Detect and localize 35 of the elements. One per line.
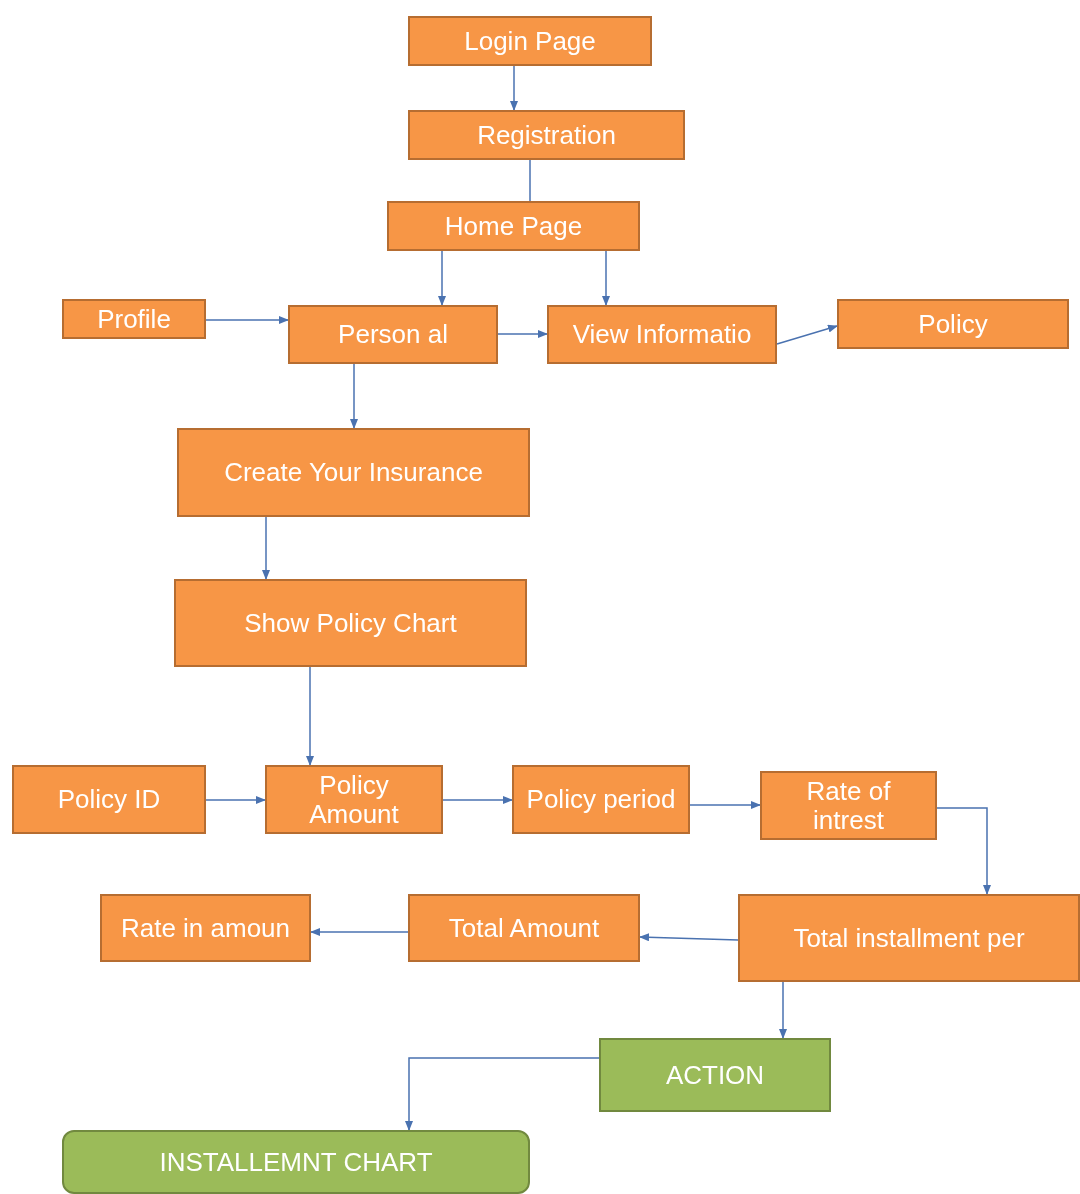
arrow [306,666,314,766]
process-box: Policy ID [12,765,206,834]
arrow [262,516,270,580]
process-box: Total Amount [408,894,640,962]
arrow [510,65,518,111]
arrow [936,807,991,895]
process-box: Rate in amoun [100,894,311,962]
arrow [205,316,289,324]
arrow [779,981,787,1039]
process-box: Profile [62,299,206,339]
process-box: INSTALLEMNT CHART [62,1130,530,1194]
process-box: Policy Amount [265,765,443,834]
process-box: Show Policy Chart [174,579,527,667]
arrow [602,250,610,306]
process-box: Policy period [512,765,690,834]
process-box: Total installment per [738,894,1080,982]
process-box: Create Your Insurance [177,428,530,517]
arrow [438,250,446,306]
process-box: Home Page [387,201,640,251]
arrow [350,363,358,429]
arrow [689,801,761,809]
arrow [310,928,409,936]
arrow [405,1057,600,1131]
arrow [497,330,548,338]
process-box: Registration [408,110,685,160]
process-box: Person al [288,305,498,364]
arrow [776,324,838,345]
arrow [442,796,513,804]
arrow [639,933,739,942]
process-box: View Informatio [547,305,777,364]
process-box: Policy [837,299,1069,349]
process-box: Rate of intrest [760,771,937,840]
process-box: ACTION [599,1038,831,1112]
process-box: Login Page [408,16,652,66]
arrow [205,796,266,804]
